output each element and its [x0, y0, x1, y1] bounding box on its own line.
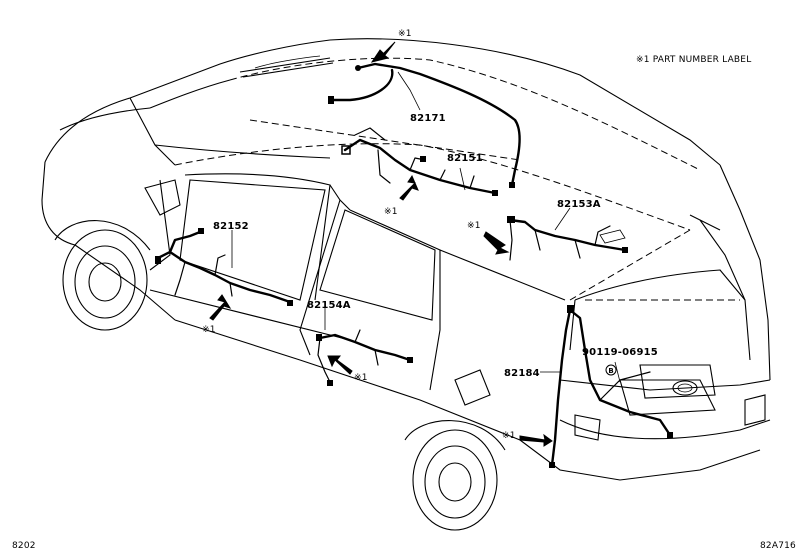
footer-left-code: 8202	[12, 541, 36, 551]
vehicle-body-outline	[41, 38, 771, 531]
marker-label-82153A: ※1	[467, 221, 481, 231]
marker-label-82184: ※1	[502, 431, 516, 441]
part-number-82153A: 82153A	[557, 199, 601, 210]
part-number-82151: 82151	[447, 153, 483, 164]
footer-right-code: 82A716	[760, 541, 796, 551]
marker-label-82151: ※1	[384, 207, 398, 217]
harness-82151	[341, 127, 498, 196]
label-arrows	[209, 41, 553, 447]
part-number-90119: 90119-06915	[582, 347, 658, 358]
marker-label-top: ※1	[398, 29, 412, 39]
clip-symbol: B	[605, 364, 617, 376]
part-number-82152: 82152	[213, 221, 249, 232]
part-number-82184: 82184	[504, 368, 540, 379]
clip-symbol-letter: B	[608, 367, 613, 375]
part-number-82154A: 82154A	[307, 300, 351, 311]
leader-lines	[231, 71, 621, 383]
marker-label-82154A: ※1	[354, 373, 368, 383]
harness-82153A	[507, 216, 628, 261]
harness-82184	[549, 305, 673, 468]
harness-82154A	[316, 329, 413, 386]
harness-82152	[155, 228, 293, 306]
marker-label-82152: ※1	[202, 325, 216, 335]
harness-82171	[328, 62, 521, 188]
legend-text: ※1 PART NUMBER LABEL	[636, 55, 751, 65]
part-number-82171: 82171	[410, 113, 446, 124]
